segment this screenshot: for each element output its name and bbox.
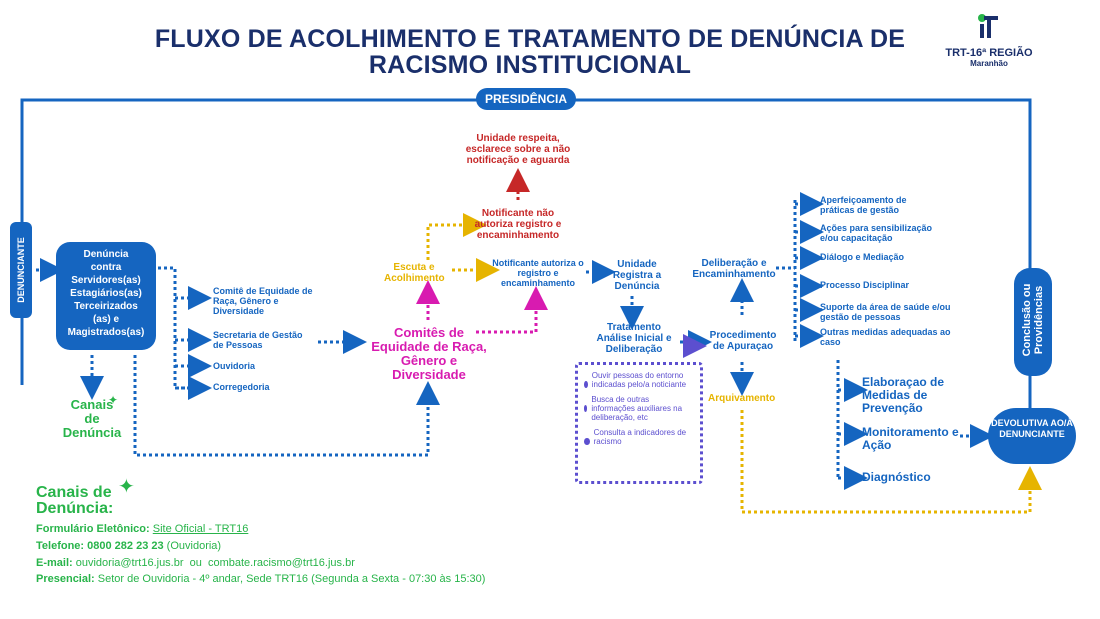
medida-item: Aperfeiçoamento de práticas de gestão [820,195,930,215]
escuta-node: Escuta e Acolhimento [384,262,444,284]
destino-comite: Comitê de Equidade de Raça, Gênero e Div… [213,286,313,316]
list-item: Consulta a indicadores de racismo [584,428,692,446]
autoriza-node: Notificante autoriza o registro e encami… [492,258,584,288]
destino-corregedoria: Corregedoria [213,382,270,392]
logo-sub: Maranhão [944,59,1034,68]
comites-node: Comitês de Equidade de Raça, Gênero e Di… [368,326,490,382]
canais-telefone: Telefone: 0800 282 23 23 (Ouvidoria) [36,539,221,554]
medida-item: Processo Disciplinar [820,280,909,290]
medida-item: Ações para sensibilização e/ou capacitaç… [820,223,945,243]
tratamento-details-box: Ouvir pessoas do entorno indicadas pelo/… [575,362,703,484]
destino-ouvidoria: Ouvidoria [213,361,255,371]
destino-secretaria: Secretaria de Gestão de Pessoas [213,330,313,350]
diagnostico-node: Diagnóstico [862,471,931,484]
canais-email: E-mail: ouvidoria@trt16.jus.br ou combat… [36,556,355,571]
medida-item: Outras medidas adequadas ao caso [820,327,965,347]
tratamento-node: Tratamento Análise Inicial e Deliberação [590,322,678,355]
deliberacao-node: Deliberação e Encaminhamento [688,258,780,280]
presidencia-pill: PRESIDÊNCIA [476,88,576,110]
monitoramento-node: Monitoramento e Ação [862,426,962,452]
medida-item: Diálogo e Mediação [820,252,904,262]
logo-name: TRT-16ª REGIÃO [944,47,1034,59]
bullet-icon [584,381,588,388]
devolutiva-box: DEVOLUTIVA AO/À DENUNCIANTE [988,408,1076,464]
trt-logo-icon [974,12,1004,42]
canais-heading: Canais de Denúncia: [36,485,126,517]
unidade-registra-node: Unidade Registra a Denúncia [607,259,667,292]
canais-presencial: Presencial: Setor de Ouvidoria - 4º anda… [36,572,485,587]
list-item: Busca de outras informações auxiliares n… [584,395,692,422]
procedimento-node: Procedimento de Apuraçao [704,330,782,352]
page-title: FLUXO DE ACOLHIMENTO E TRATAMENTO DE DEN… [150,26,910,78]
bullet-icon [584,405,587,412]
elaboracao-node: Elaboraçao de Medidas de Prevenção [862,376,957,415]
sparkle-icon: ✦ [118,474,135,499]
canais-label-small: Canais de Denúncia [52,398,132,440]
conclusao-box: Conclusão ou Providências [1014,268,1052,376]
canais-form: Formulário Eletônico: Site Oficial - TRT… [36,522,248,537]
arquivamento-node: Arquivamento [708,393,775,404]
denunciante-box: DENUNCIANTE [10,222,32,318]
logo: TRT-16ª REGIÃO Maranhão [944,12,1034,68]
nao-autoriza-node: Notificante não autoriza registro e enca… [468,208,568,241]
sparkle-icon: ✦ [108,393,118,407]
bullet-icon [584,438,590,445]
list-item: Ouvir pessoas do entorno indicadas pelo/… [584,371,692,389]
denuncia-box: Denúncia contra Servidores(as) Estagiári… [56,242,156,350]
unidade-respeita-node: Unidade respeita, esclarece sobre a não … [462,133,574,166]
site-link[interactable]: Site Oficial - TRT16 [153,523,249,535]
medida-item: Suporte da área de saúde e/ou gestão de … [820,302,965,322]
